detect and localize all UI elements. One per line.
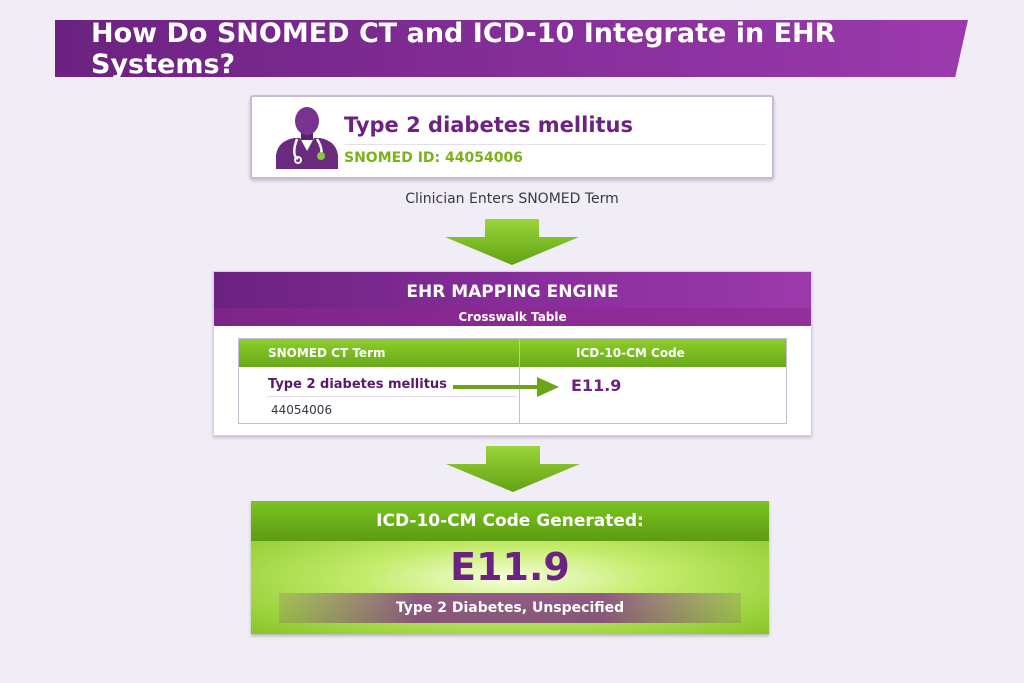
down-arrow-icon [445, 219, 579, 265]
generated-title: ICD-10-CM Code Generated: [376, 511, 644, 531]
table-cell-id: 44054006 [271, 403, 333, 417]
engine-subtitle: Crosswalk Table [458, 310, 567, 324]
row-divider [267, 396, 517, 397]
table-cell-term: Type 2 diabetes mellitus [268, 377, 447, 392]
clinician-term: Type 2 diabetes mellitus [344, 113, 634, 137]
crosswalk-table: SNOMED CT Term ICD-10-CM Code Type 2 dia… [238, 338, 787, 424]
doctor-icon [276, 107, 338, 169]
table-header-row [239, 339, 786, 367]
mapping-engine-panel: EHR MAPPING ENGINE Crosswalk Table SNOME… [213, 271, 812, 436]
title-banner: How Do SNOMED CT and ICD-10 Integrate in… [55, 20, 968, 77]
engine-title: EHR MAPPING ENGINE [406, 282, 619, 302]
clinician-entry-card: Type 2 diabetes mellitus SNOMED ID: 4405… [250, 95, 774, 179]
step-caption: Clinician Enters SNOMED Term [405, 191, 619, 207]
down-arrow-icon [446, 446, 580, 492]
generated-header [251, 501, 769, 541]
engine-subtitle-band [214, 308, 811, 326]
column-header-icd: ICD-10-CM Code [576, 346, 685, 360]
generated-code-panel: ICD-10-CM Code Generated: E11.9 Type 2 D… [251, 501, 769, 634]
right-arrow-icon [453, 377, 559, 397]
snomed-id: SNOMED ID: 44054006 [344, 150, 523, 166]
code-description: Type 2 Diabetes, Unspecified [395, 600, 625, 616]
description-band [279, 593, 741, 623]
card-divider [344, 144, 766, 145]
page-title: How Do SNOMED CT and ICD-10 Integrate in… [91, 17, 836, 80]
generated-code: E11.9 [450, 545, 570, 589]
column-header-snomed: SNOMED CT Term [268, 346, 386, 360]
table-cell-code: E11.9 [571, 376, 622, 395]
column-divider [519, 339, 520, 423]
